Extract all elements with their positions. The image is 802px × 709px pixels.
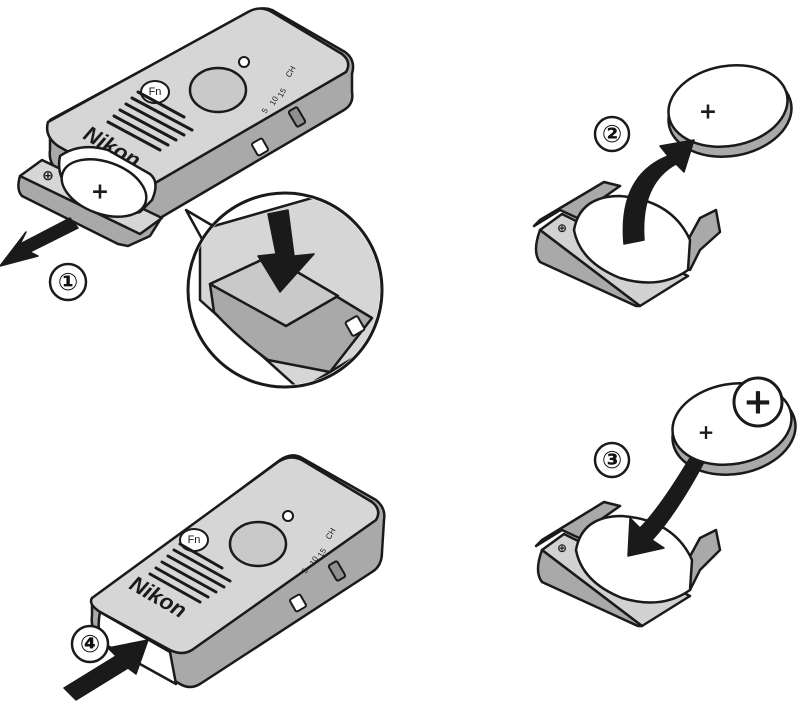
fn-label-top: Fn [149,86,162,98]
battery-large-plus-step3: + [743,382,773,423]
step-4-label: ④ [80,630,100,658]
battery-plus-step2: + [699,100,717,125]
battery-tray-pulled: + ⊕ [17,145,164,248]
step-2-label: ② [602,120,622,148]
insert-arrow [627,457,705,557]
channel-5-bottom: 5 [300,566,310,575]
fn-label-bottom: Fn [188,534,201,546]
step-2-circle [593,115,631,153]
channel-switch-bottom [327,560,347,582]
step-3-circle [593,441,631,479]
step-3-label: ③ [602,446,622,474]
grille-bottom [148,542,232,604]
step-3-insert-battery: + + ⊕ ③ [534,376,797,628]
step-2-remove-battery: + ⊕ ② [532,64,793,308]
remote-bottom-left: Fn Nikon CH 15 10 5 ④ [63,454,386,701]
tray-plus-top: ⊕ [42,168,54,184]
lift-arrow [622,139,695,245]
tray-plus-step3: ⊕ [557,541,567,555]
large-plus-circle [732,376,784,428]
battery-small-plus-step3: + [698,420,715,444]
pull-arrow [0,217,79,267]
channel-switch-top [287,106,307,128]
grille-top [106,90,194,152]
step-1-label: ① [58,268,78,296]
step-1-circle [48,262,88,302]
channel-5-top: 5 [260,106,270,115]
push-arrow [63,639,149,701]
detail-magnifier [184,191,384,389]
step-4-circle [70,624,110,664]
tray-plus-step2: ⊕ [557,221,567,235]
press-arrow [257,209,315,293]
battery-plus-top: + [91,180,109,205]
remote-top-left: Fn Nikon CH 15 10 5 + ⊕ [0,7,355,302]
